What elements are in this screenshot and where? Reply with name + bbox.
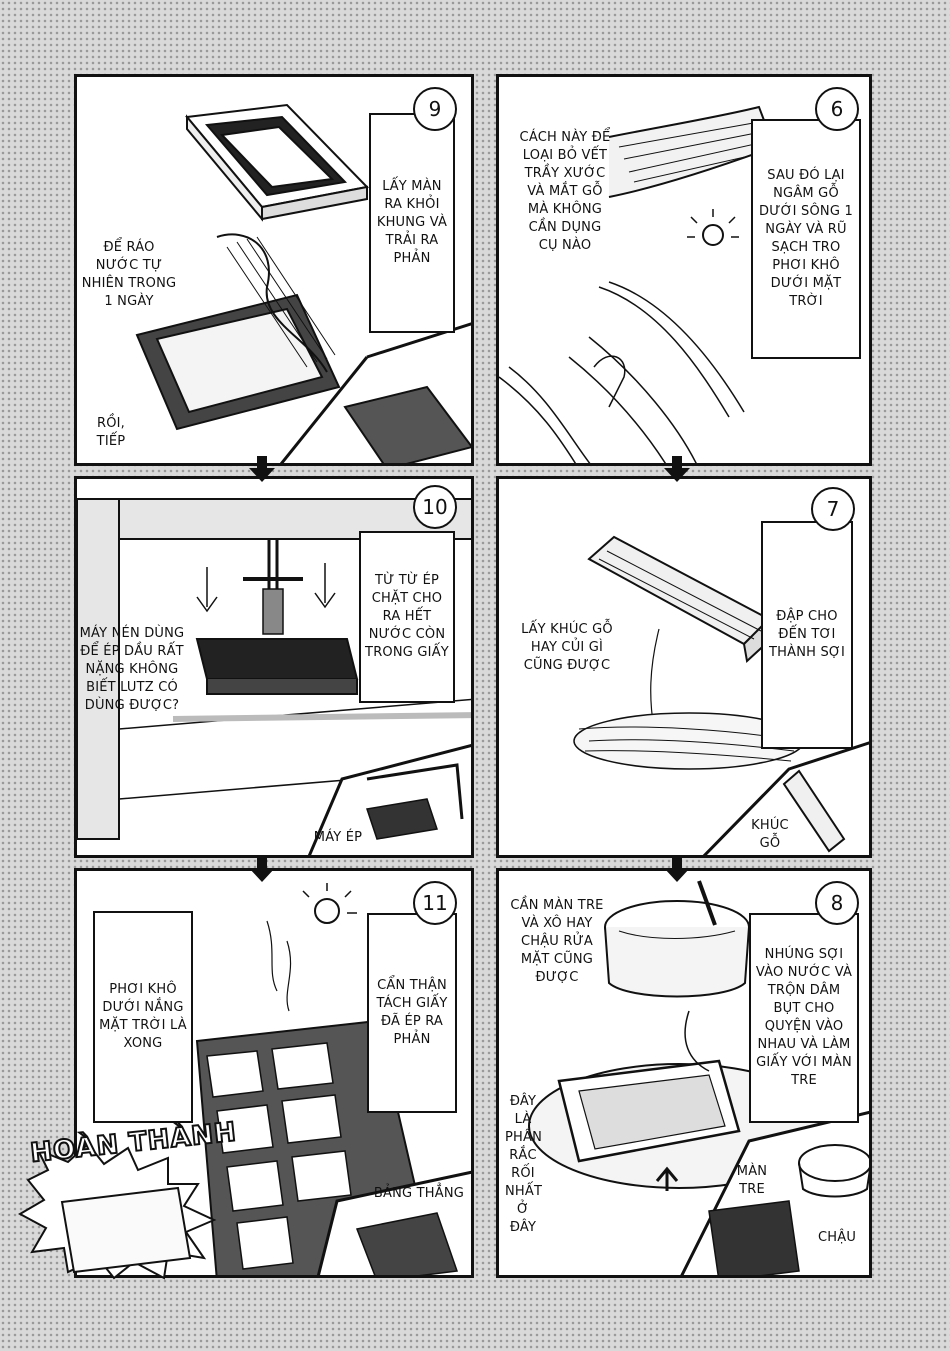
- caption-text: ĐẬP CHO ĐẾN TƠI THÀNH SỢI: [769, 609, 845, 660]
- screen-label: MÀN TRE: [736, 1164, 768, 1197]
- pounding-fibers-illustration: [573, 535, 869, 855]
- caption-text: NHÚNG SỢI VÀO NƯỚC VÀ TRỘN DÂM BỤT CHO Q…: [755, 947, 853, 1088]
- panel-step-11: 11 PHƠI KHÔ DƯỚI NẮNG MẶT TRỜI LÀ XONG C…: [74, 868, 474, 1278]
- panel-step-6: 6 SAU ĐÓ LẠI NGÂM GỖ DƯỚI SÔNG 1 NGÀY VÀ…: [496, 74, 872, 466]
- caption-text: CẨN THẬN TÁCH GIẤY ĐÃ ÉP RA PHẢN: [376, 978, 448, 1047]
- down-arrow-icon: [664, 456, 690, 482]
- panel-step-7: 7 ĐẬP CHO ĐẾN TƠI THÀNH SỢI LẤY KHÚC GỖ …: [496, 476, 872, 858]
- basin-label: CHẬU: [817, 1230, 857, 1245]
- log-label: KHÚC GỖ: [751, 818, 789, 851]
- press-label: MÁY ÉP: [313, 830, 363, 845]
- side-note: MÁY NÉN DÙNG ĐỂ ÉP DẦU RẤT NẶNG KHÔNG BI…: [79, 626, 185, 713]
- step-number-badge: 7: [811, 487, 855, 531]
- frame-drying-illustration: [135, 103, 471, 463]
- step-number-badge: 11: [413, 881, 457, 925]
- step-number-badge: 8: [815, 881, 859, 925]
- caption-box: NHÚNG SỢI VÀO NƯỚC VÀ TRỘN DÂM BỤT CHO Q…: [749, 913, 859, 1123]
- panel-step-8: 8 NHÚNG SỢI VÀO NƯỚC VÀ TRỘN DÂM BỤT CHO…: [496, 868, 872, 1278]
- down-arrow-icon: [249, 456, 275, 482]
- press-illustration: [77, 498, 471, 855]
- top-note: CẦN MÀN TRE VÀ XÔ HAY CHẬU RỬA MẶT CŨNG …: [510, 898, 604, 985]
- down-arrow-icon: [249, 856, 275, 882]
- side-note: CÁCH NÀY ĐỂ LOẠI BỎ VẾT TRẦY XƯỚC VÀ MẮT…: [519, 130, 611, 253]
- caption-text: PHƠI KHÔ DƯỚI NẮNG MẶT TRỜI LÀ XONG: [99, 982, 187, 1051]
- bottom-note: RỒI, TIẾP: [96, 416, 126, 449]
- wood-sun-illustration: [499, 105, 776, 463]
- step-number-badge: 6: [815, 87, 859, 131]
- down-arrow-icon: [664, 856, 690, 882]
- caption-box-left: PHƠI KHÔ DƯỚI NẮNG MẶT TRỜI LÀ XONG: [93, 911, 193, 1123]
- caption-box: ĐẬP CHO ĐẾN TƠI THÀNH SỢI: [761, 521, 853, 749]
- panel-step-10: 10 TỪ TỪ ÉP CHẶT CHO RA HẾT NƯỚC CÒN TRO…: [74, 476, 474, 858]
- completion-burst: [18, 1142, 217, 1280]
- caption-text: SAU ĐÓ LẠI NGÂM GỖ DƯỚI SÔNG 1 NGÀY VÀ R…: [759, 168, 853, 309]
- side-note: ĐỂ RÁO NƯỚC TỰ NHIÊN TRONG 1 NGÀY: [81, 240, 177, 309]
- step-number-badge: 9: [413, 87, 457, 131]
- panel-step-9: 9 LẤY MÀN RA KHỎI KHUNG VÀ TRẢI RA PHẢN …: [74, 74, 474, 466]
- caption-box: TỪ TỪ ÉP CHẶT CHO RA HẾT NƯỚC CÒN TRONG …: [359, 531, 455, 703]
- caption-box-right: CẨN THẬN TÁCH GIẤY ĐÃ ÉP RA PHẢN: [367, 913, 457, 1113]
- side-note: ĐÂY LÀ PHẦN RẮC RỐI NHẤT Ở ĐÂY: [505, 1094, 543, 1235]
- caption-box: SAU ĐÓ LẠI NGÂM GỖ DƯỚI SÔNG 1 NGÀY VÀ R…: [751, 119, 861, 359]
- step-number-badge: 10: [413, 485, 457, 529]
- side-note: LẤY KHÚC GỖ HAY CỦI GÌ CŨNG ĐƯỢC: [521, 622, 613, 673]
- board-label: BẢNG THẲNG: [373, 1186, 465, 1201]
- caption-box: LẤY MÀN RA KHỎI KHUNG VÀ TRẢI RA PHẢN: [369, 113, 455, 333]
- caption-text: LẤY MÀN RA KHỎI KHUNG VÀ TRẢI RA PHẢN: [376, 179, 448, 266]
- caption-text: TỪ TỪ ÉP CHẶT CHO RA HẾT NƯỚC CÒN TRONG …: [365, 573, 449, 660]
